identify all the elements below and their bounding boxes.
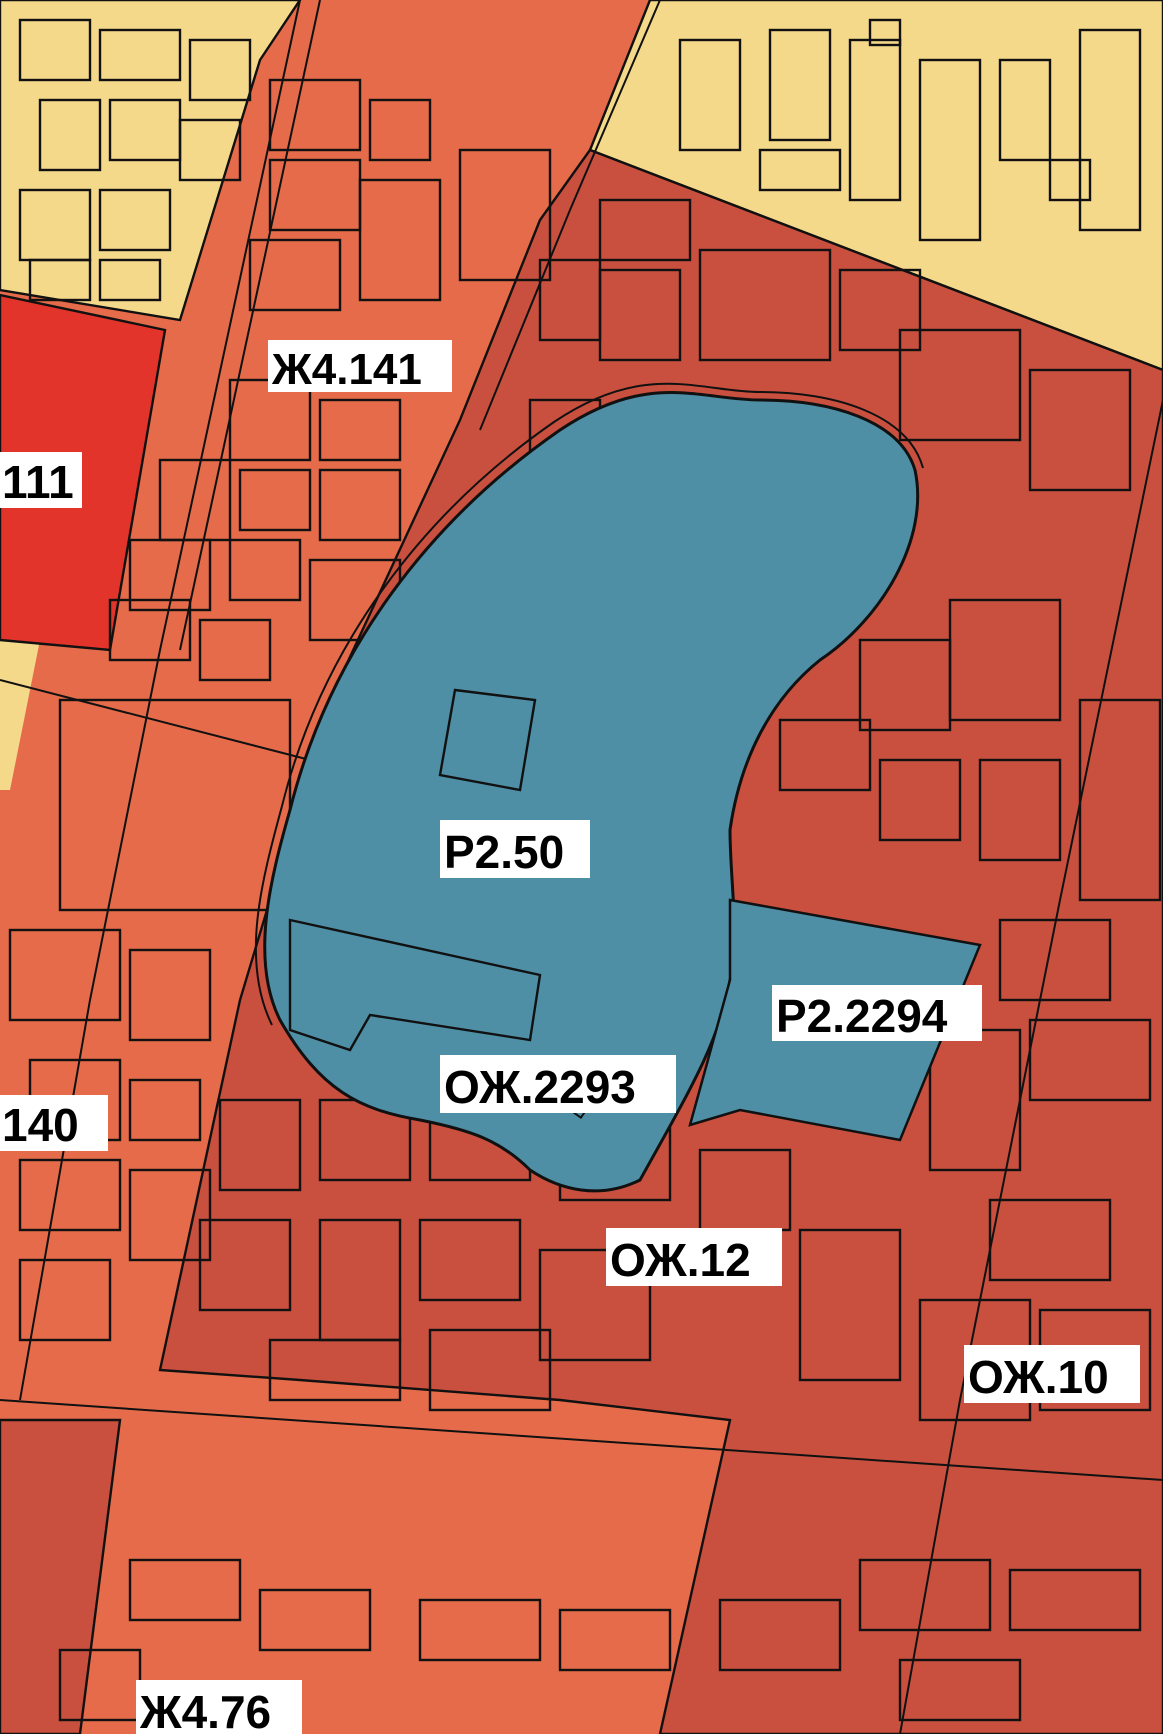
label-r2-2294: Р2.2294 xyxy=(772,985,982,1042)
svg-text:ОЖ.2293: ОЖ.2293 xyxy=(444,1061,636,1113)
street-south xyxy=(0,1399,1163,1481)
zone-yellow-strip-left xyxy=(0,640,40,790)
label-zh4-76: Ж4.76 xyxy=(136,1680,302,1734)
svg-text:140: 140 xyxy=(2,1099,79,1151)
street-east xyxy=(899,399,1163,1734)
svg-text:ОЖ.10: ОЖ.10 xyxy=(968,1351,1109,1403)
buildings-left-column xyxy=(8,78,552,1342)
label-zh4-141: Ж4.141 xyxy=(268,340,452,394)
label-r2-50: Р2.50 xyxy=(440,820,590,878)
buildings-top-right xyxy=(678,18,1142,242)
label-oj-12: ОЖ.12 xyxy=(606,1228,782,1286)
svg-text:Ж4.141: Ж4.141 xyxy=(271,345,422,394)
svg-text:Ж4.76: Ж4.76 xyxy=(139,1686,271,1734)
svg-text:111: 111 xyxy=(2,456,74,508)
svg-text:ОЖ.12: ОЖ.12 xyxy=(610,1234,751,1286)
label-oj-2293: ОЖ.2293 xyxy=(440,1055,676,1113)
park-building-ojh2293 xyxy=(288,918,542,1052)
buildings-top-left xyxy=(18,18,252,302)
svg-text:Р2.50: Р2.50 xyxy=(444,826,564,878)
label-oj-10: ОЖ.10 xyxy=(964,1345,1140,1403)
zone-yellow-top-right xyxy=(588,0,1163,372)
svg-text:Р2.2294: Р2.2294 xyxy=(776,990,948,1042)
label-140: 140 xyxy=(0,1095,108,1151)
street-west xyxy=(19,0,301,1401)
park-outer-border xyxy=(254,382,924,1026)
street-north xyxy=(479,0,661,431)
street-mid-left xyxy=(0,679,311,761)
street-west-2 xyxy=(179,0,321,651)
zone-dark-red-bottom-left xyxy=(0,1418,122,1734)
label-111: 111 xyxy=(0,452,82,508)
park-building-north xyxy=(438,688,537,792)
